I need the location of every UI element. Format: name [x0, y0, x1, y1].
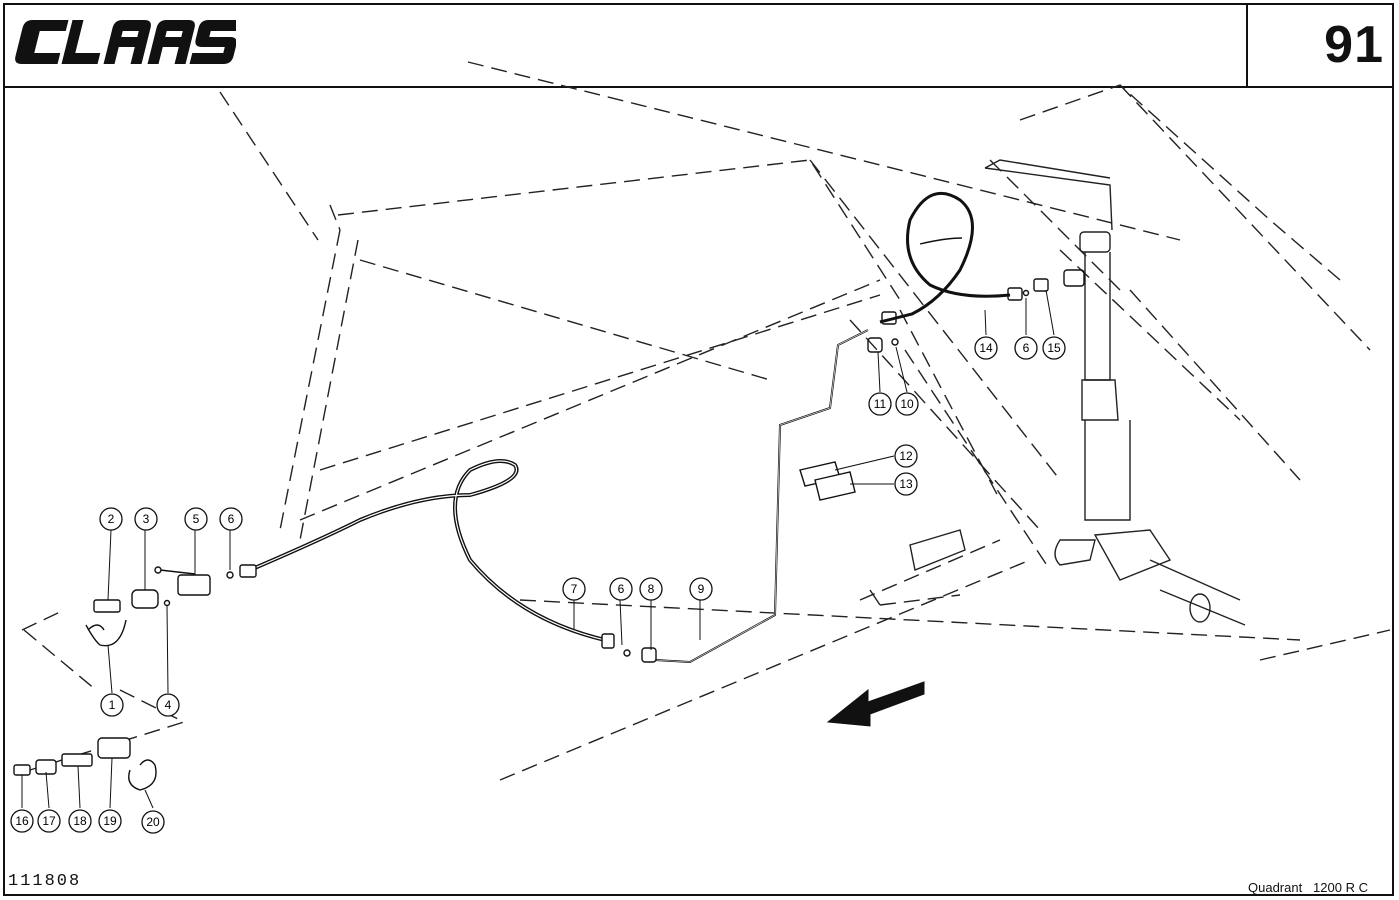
callout-label: 10	[900, 397, 914, 411]
callout-10	[895, 392, 919, 416]
page-number-divider	[1246, 3, 1248, 88]
callout-label: 16	[15, 814, 29, 828]
callout-label: 9	[698, 582, 705, 596]
callout-1	[100, 693, 124, 717]
callout-label: 5	[193, 512, 200, 526]
callout-label: 20	[146, 815, 160, 829]
callout-label: 12	[899, 449, 913, 463]
header-divider-line	[3, 86, 1394, 88]
callout-4	[156, 693, 180, 717]
callout-6a	[219, 507, 243, 531]
callout-16	[10, 809, 34, 833]
callout-6c	[609, 577, 633, 601]
callout-label: 14	[979, 341, 993, 355]
callout-19	[98, 809, 122, 833]
callout-label: 18	[73, 814, 87, 828]
callout-9	[689, 577, 713, 601]
callout-15	[1042, 336, 1066, 360]
callout-5	[184, 507, 208, 531]
callout-13	[894, 472, 918, 496]
callout-label: 2	[108, 512, 115, 526]
callout-17	[37, 809, 61, 833]
callout-label: 6	[618, 582, 625, 596]
callout-6b	[1014, 336, 1038, 360]
callout-label: 11	[874, 397, 887, 411]
callout-label: 6	[228, 512, 235, 526]
callout-label: 17	[42, 814, 56, 828]
callout-label: 1	[109, 698, 116, 712]
outline-dashed	[219, 91, 319, 241]
callout-14	[974, 336, 998, 360]
callout-label: 3	[143, 512, 150, 526]
drawing-number: 111808	[8, 872, 82, 891]
page-frame	[3, 3, 1394, 896]
callout-8	[639, 577, 663, 601]
claas-logo	[14, 14, 236, 70]
callout-label: 4	[165, 698, 172, 712]
page-number: 91	[1324, 16, 1384, 74]
callout-18	[68, 809, 92, 833]
callout-label: 8	[648, 582, 655, 596]
callout-label: 19	[103, 814, 117, 828]
callout-2	[99, 507, 123, 531]
callout-11	[868, 392, 892, 416]
callout-12	[894, 444, 918, 468]
callout-7	[562, 577, 586, 601]
model-label: Quadrant 1200 R C	[1248, 880, 1368, 895]
callout-label: 13	[899, 477, 913, 491]
callout-3	[134, 507, 158, 531]
callout-20	[141, 810, 165, 834]
callout-label: 15	[1047, 341, 1061, 355]
direction-arrow	[826, 681, 925, 727]
callout-label: 7	[571, 582, 578, 596]
callout-label: 6	[1023, 341, 1030, 355]
